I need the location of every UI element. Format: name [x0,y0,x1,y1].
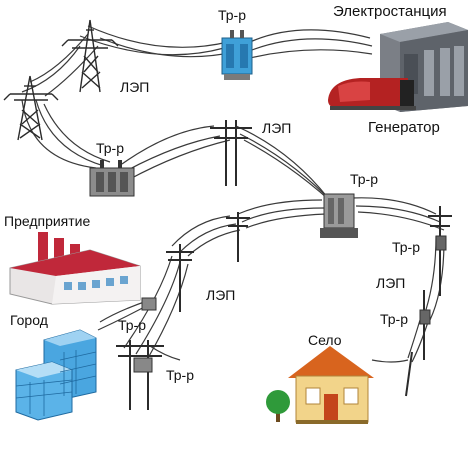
substation-transformer [221,30,253,80]
power-station-label: Электростанция [333,3,447,20]
village-label: Село [308,332,342,348]
generator-label: Генератор [368,119,440,136]
tree [266,390,290,422]
transformer-right-low-label: Тр-р [380,311,408,327]
transformer-left-label: Тр-р [96,140,124,156]
transformer-city-label: Тр-р [118,317,146,333]
generator [328,78,416,110]
lattice-tower-right [61,19,119,93]
line-lower-label: ЛЭП [206,287,236,303]
pole-lower-1 [226,212,250,262]
pole-lower-3 [116,340,164,410]
line-middle-label: ЛЭП [262,120,292,136]
transformer-center-label: Тр-р [350,171,378,187]
transformer-left [89,160,135,197]
pole-middle [210,120,252,186]
transformer-bottom-label: Тр-р [166,367,194,383]
transformer-right-label: Тр-р [392,239,420,255]
enterprise-label: Предприятие [4,213,91,229]
city-buildings [15,329,97,421]
pole-right [405,206,452,397]
pole-lower-2 [141,244,194,312]
transformer-center [320,193,358,238]
line-top-label: ЛЭП [120,79,150,95]
lattice-tower-left [3,75,59,141]
village-house [288,346,374,424]
transformer-top-label: Тр-р [218,7,246,23]
line-right-label: ЛЭП [376,275,406,291]
factory-enterprise [9,232,141,305]
city-label: Город [10,312,48,328]
